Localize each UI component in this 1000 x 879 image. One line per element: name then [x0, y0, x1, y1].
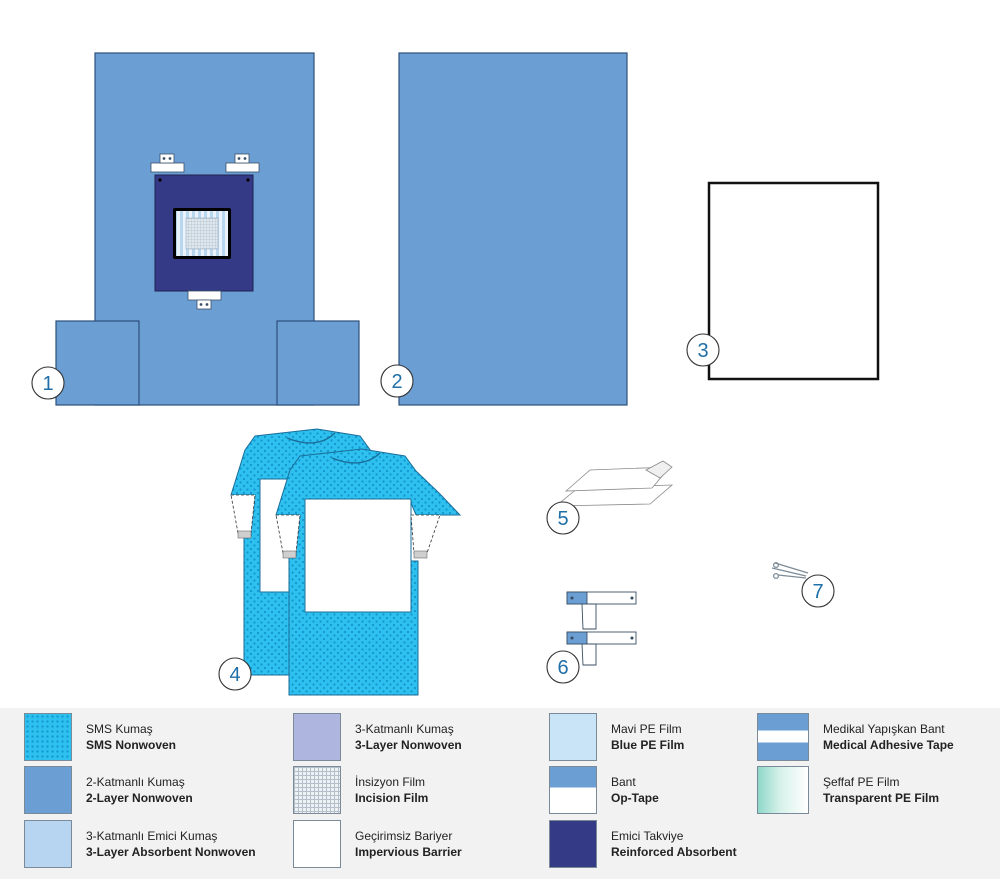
legend-item-two-layer: 2-Katmanlı Kumaş 2-Layer Nonwoven [24, 766, 193, 814]
reinforced-absorbent-panel [154, 174, 254, 292]
item-2-drape [398, 52, 628, 406]
legend-label-tr: 3-Katmanlı Emici Kumaş [86, 829, 218, 843]
swatch-reinforced-absorbent [549, 820, 597, 868]
swatch-incision-film [293, 766, 341, 814]
legend-label-en: Medical Adhesive Tape [823, 738, 954, 752]
swatch-medical-adhesive-tape [757, 713, 809, 761]
item-1-fenestrated-drape [55, 52, 360, 406]
swatch-blue-pe-film [549, 713, 597, 761]
swatch-three-layer-absorbent [24, 820, 72, 868]
item-6-tube-holders [566, 591, 637, 666]
svg-text:4: 4 [229, 664, 240, 686]
legend-label-tr: 3-Katmanlı Kumaş [355, 722, 454, 736]
item-3-towel [707, 181, 880, 381]
legend-label-tr: Mavi PE Film [611, 722, 682, 736]
badge-3: 3 [686, 333, 720, 367]
legend-label-en: Reinforced Absorbent [611, 845, 737, 859]
legend-label-en: Impervious Barrier [355, 845, 462, 859]
badge-7: 7 [801, 574, 835, 608]
svg-text:1: 1 [42, 373, 53, 395]
legend-label-tr: Bant [611, 775, 636, 789]
swatch-transparent-pe-film [757, 766, 809, 814]
legend-label-en: 2-Layer Nonwoven [86, 791, 193, 805]
legend-label-tr: 2-Katmanlı Kumaş [86, 775, 185, 789]
legend-label-en: Incision Film [355, 791, 429, 805]
item-5-adhesive-film [554, 460, 674, 507]
legend-label-tr: SMS Kumaş [86, 722, 153, 736]
swatch-two-layer [24, 766, 72, 814]
svg-text:7: 7 [812, 581, 823, 603]
item-7-clamps [771, 561, 809, 580]
op-tape-strip [150, 153, 260, 310]
badge-6: 6 [546, 650, 580, 684]
surgical-pack-diagram: 1 2 3 4 5 6 7 [31, 52, 880, 696]
legend-label-tr: Şeffaf PE Film [823, 775, 900, 789]
badge-2: 2 [380, 364, 414, 398]
legend-item-three-layer-absorbent: 3-Katmanlı Emici Kumaş 3-Layer Absorbent … [24, 820, 256, 868]
legend-label-en: 3-Layer Nonwoven [355, 738, 462, 752]
badge-1: 1 [31, 366, 65, 400]
legend-label-tr: Emici Takviye [611, 829, 684, 843]
svg-text:3: 3 [697, 340, 708, 362]
legend-label-en: Transparent PE Film [823, 791, 940, 805]
svg-text:6: 6 [557, 657, 568, 679]
swatch-op-tape [549, 766, 597, 814]
legend-label-en: SMS Nonwoven [86, 738, 177, 752]
swatch-sms [24, 713, 72, 761]
svg-text:2: 2 [391, 371, 402, 393]
legend-label-en: Blue PE Film [611, 738, 685, 752]
legend-label-tr: Medikal Yapışkan Bant [823, 722, 945, 736]
svg-text:5: 5 [557, 508, 568, 530]
legend-item-three-layer: 3-Katmanlı Kumaş 3-Layer Nonwoven [293, 713, 462, 761]
badge-4: 4 [218, 657, 252, 691]
swatch-impervious-barrier [293, 820, 341, 868]
legend-label-en: Op-Tape [611, 791, 659, 805]
legend-label-tr: Geçirimsiz Bariyer [355, 829, 453, 843]
swatch-three-layer [293, 713, 341, 761]
legend-label-en: 3-Layer Absorbent Nonwoven [86, 845, 256, 859]
legend-label-tr: İnsizyon Film [355, 775, 426, 789]
item-4-gowns [230, 428, 462, 696]
badge-5: 5 [546, 501, 580, 535]
